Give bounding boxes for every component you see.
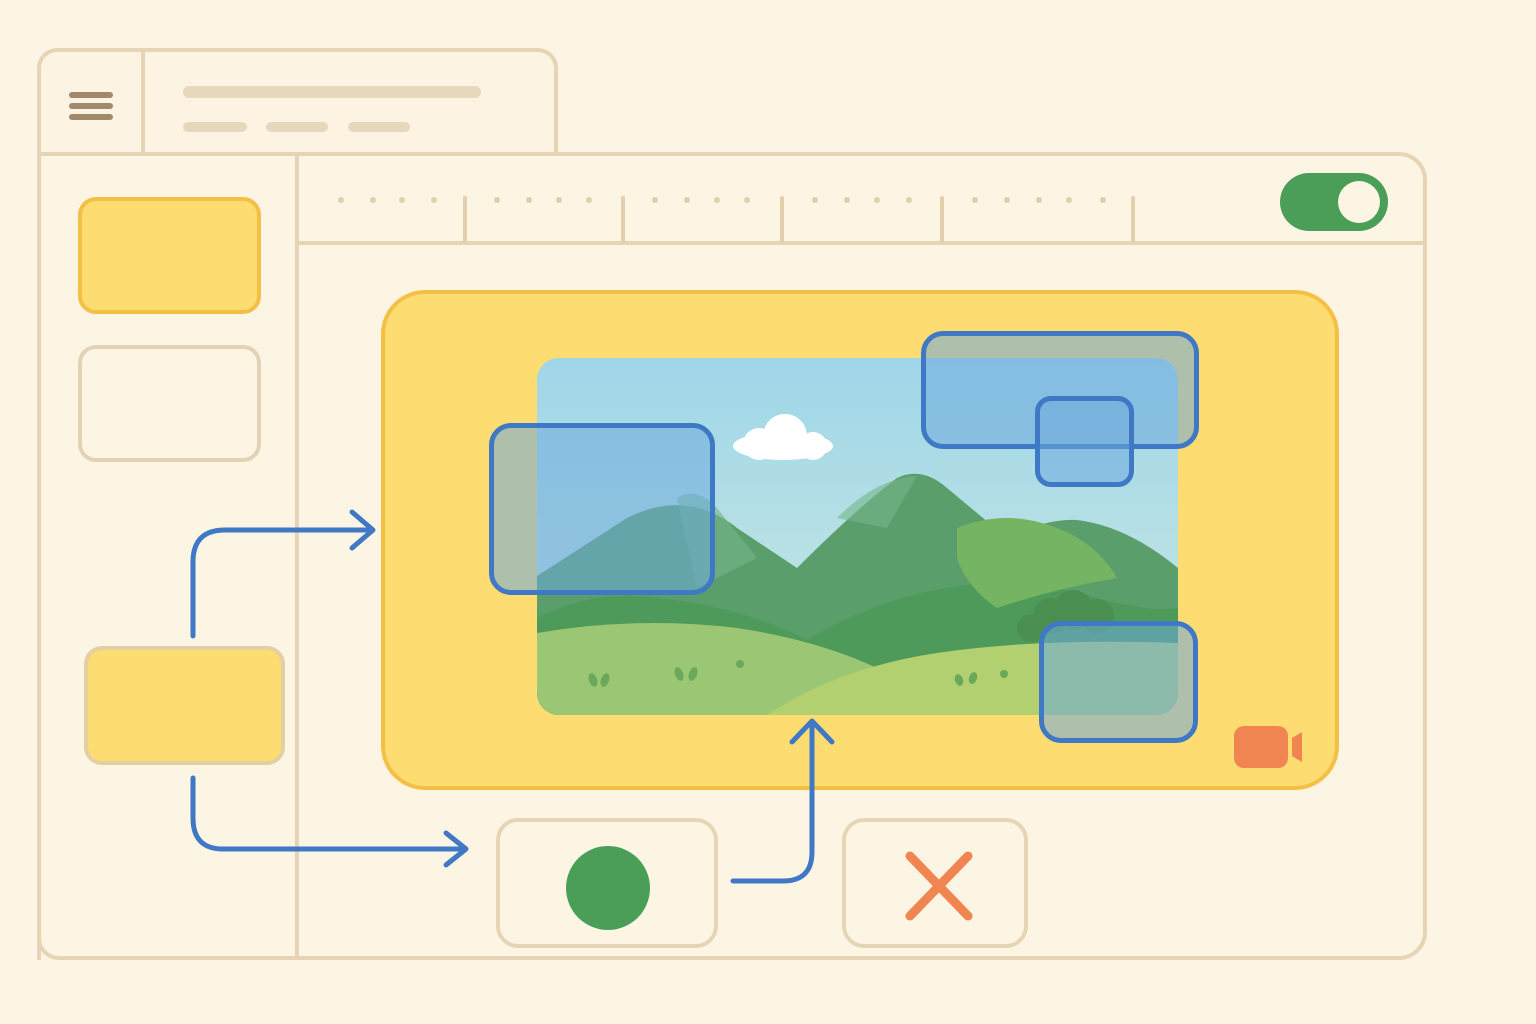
flow-source-block[interactable] bbox=[84, 646, 285, 765]
hamburger-menu-icon bbox=[69, 87, 113, 125]
selection-box-bottom-right[interactable] bbox=[1039, 621, 1198, 743]
green-dot-icon bbox=[566, 846, 650, 930]
cloud-icon bbox=[733, 414, 833, 460]
ruler-ticks bbox=[338, 196, 1135, 243]
title-placeholder-line bbox=[266, 122, 328, 132]
sidebar-item-selected[interactable] bbox=[78, 197, 261, 314]
title-placeholder-line bbox=[183, 86, 481, 98]
cancel-button[interactable] bbox=[842, 818, 1028, 948]
video-camera-icon[interactable] bbox=[1234, 726, 1306, 768]
title-placeholder-line bbox=[183, 122, 247, 132]
selection-box-left[interactable] bbox=[489, 423, 715, 595]
timeline-ruler[interactable] bbox=[297, 152, 1427, 245]
close-x-icon bbox=[905, 851, 973, 921]
toggle-knob bbox=[1338, 181, 1380, 223]
record-button[interactable] bbox=[496, 818, 718, 948]
menu-button[interactable] bbox=[41, 52, 145, 160]
toggle-switch[interactable] bbox=[1280, 173, 1388, 231]
selection-box-inner[interactable] bbox=[1035, 396, 1134, 487]
window-title-tab bbox=[37, 48, 558, 160]
sidebar-item-empty[interactable] bbox=[78, 345, 261, 462]
title-placeholder-line bbox=[348, 122, 410, 132]
